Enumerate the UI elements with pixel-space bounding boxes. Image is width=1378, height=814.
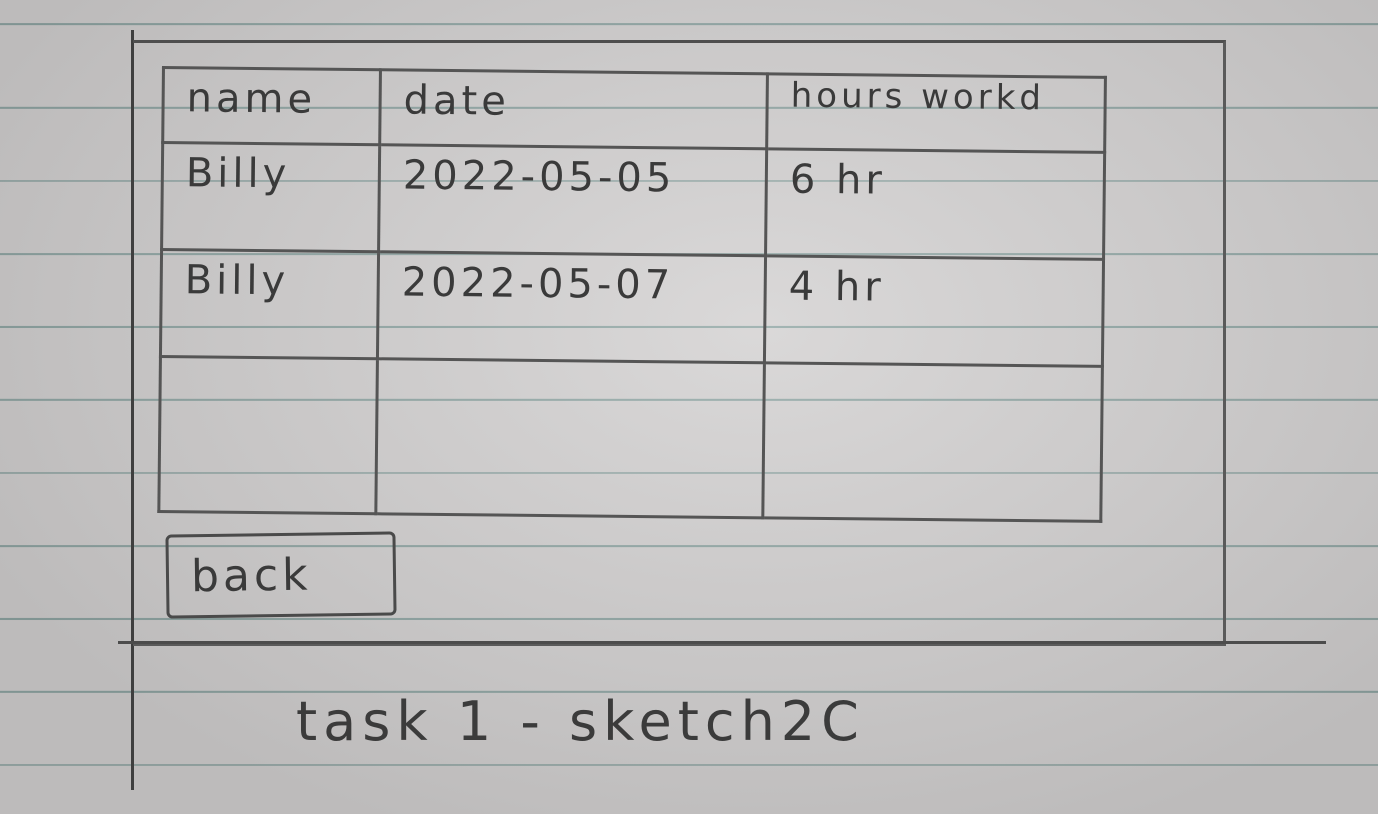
- cell-name: [158, 356, 378, 514]
- cell-date: 2022-05-07: [377, 251, 766, 363]
- cell-hours: 6 hr: [765, 148, 1105, 260]
- cell-date: [375, 358, 765, 518]
- column-header-hours-worked[interactable]: hours workd: [766, 73, 1106, 153]
- cell-hours: 4 hr: [764, 255, 1104, 367]
- table-row-empty[interactable]: [158, 356, 1103, 522]
- cell-name: Billy: [161, 142, 380, 252]
- margin-line: [131, 30, 134, 790]
- hours-table: name date hours workd Billy 2022-05-05 6…: [157, 66, 1107, 523]
- frame-bottom-line: [118, 641, 1326, 644]
- table-row[interactable]: Billy 2022-05-07 4 hr: [160, 249, 1104, 367]
- table-header-row: name date hours workd: [162, 67, 1106, 153]
- column-header-name[interactable]: name: [162, 67, 381, 145]
- sketch-caption: task 1 - sketch2C: [296, 690, 865, 753]
- cell-hours: [762, 362, 1103, 522]
- column-header-date[interactable]: date: [379, 69, 768, 149]
- table-row[interactable]: Billy 2022-05-05 6 hr: [161, 142, 1105, 260]
- screen-frame: [133, 40, 1226, 646]
- cell-name: Billy: [160, 249, 379, 359]
- cell-date: 2022-05-05: [378, 144, 767, 256]
- back-button[interactable]: back: [165, 531, 397, 619]
